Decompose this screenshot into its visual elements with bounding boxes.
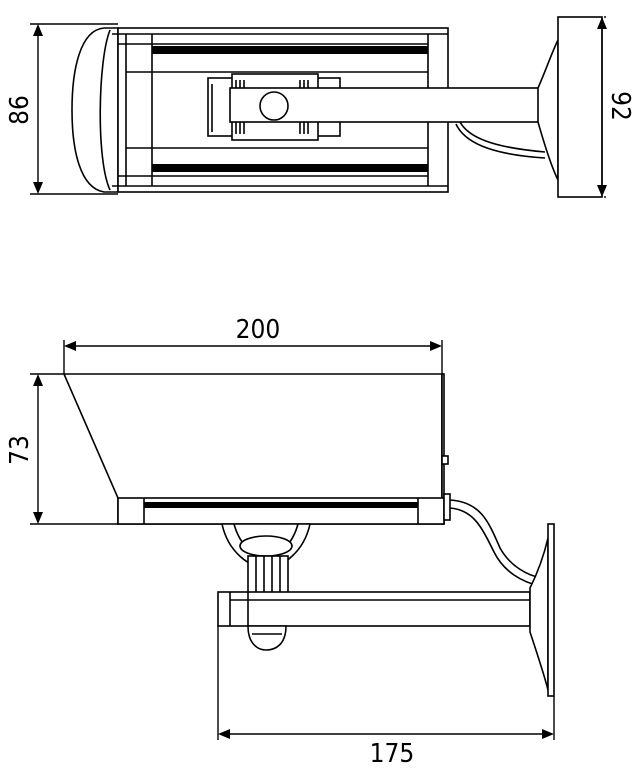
- top-view-wall-plate: [557, 16, 603, 198]
- dimension-200: 200: [63, 315, 443, 374]
- side-view-cable: [449, 499, 543, 579]
- top-view-bracket-base: [537, 39, 559, 181]
- top-view-strip-top: [152, 46, 428, 54]
- side-view-strip: [144, 502, 418, 508]
- dimension-200-label: 200: [236, 315, 281, 345]
- side-view-stem: [247, 555, 289, 595]
- dimension-175-label: 175: [370, 739, 415, 769]
- dimension-73: 73: [5, 373, 118, 525]
- side-view-bracket-base: [529, 537, 549, 691]
- side-view-arm: [217, 591, 531, 627]
- dimension-73-label: 73: [5, 435, 35, 465]
- top-view-hood: [71, 27, 119, 193]
- dimension-86: 86: [5, 23, 118, 195]
- dimension-92: 92: [597, 16, 635, 198]
- top-view: 86 92: [5, 16, 635, 198]
- top-view-pivot: [259, 91, 289, 121]
- dimension-86-label: 86: [5, 95, 35, 125]
- side-view: 200 73 175: [5, 315, 555, 769]
- side-view-knob: [247, 625, 287, 651]
- side-view-bottom-rail: [117, 497, 445, 525]
- dimension-175: 175: [217, 626, 555, 769]
- top-view-strip-bottom: [152, 164, 428, 172]
- dimension-92-label: 92: [605, 91, 635, 121]
- top-view-cable: [459, 121, 546, 153]
- side-view-wall-plate: [547, 523, 555, 697]
